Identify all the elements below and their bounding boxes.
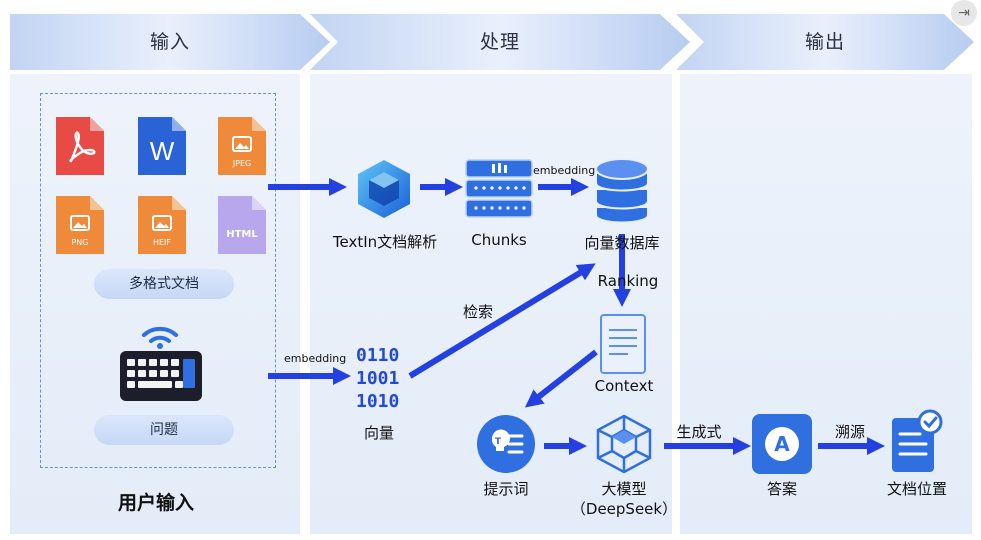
stage-header-process: 处理: [310, 14, 690, 70]
binary-line-2: 1001: [356, 368, 400, 389]
binary-line-3: 1010: [356, 391, 400, 412]
binary-vector: 0110 1001 1010: [356, 344, 399, 413]
binary-line-1: 0110: [356, 345, 400, 366]
heif-text: HEIF: [153, 238, 171, 247]
jpeg-icon: JPEG: [218, 117, 266, 175]
svg-text:W: W: [150, 136, 175, 166]
html-icon: HTML: [218, 196, 266, 254]
bulb-icon: T: [477, 415, 535, 473]
search-label: 检索: [462, 303, 493, 321]
doc-check-icon: [892, 409, 943, 472]
pdf-icon: [56, 117, 104, 175]
stage-header-input: 输入: [10, 14, 330, 70]
png-icon: PNG: [56, 196, 104, 254]
chevron-shape: [676, 14, 974, 70]
trace-label: 溯源: [834, 423, 865, 441]
stage-output-label: 输出: [804, 31, 845, 53]
svg-text:T: T: [495, 437, 502, 447]
answer-label: 答案: [766, 480, 797, 498]
answer-app-icon: A: [752, 414, 812, 474]
svg-text:A: A: [774, 432, 790, 456]
vector-db-label: 向量数据库: [584, 234, 660, 252]
embedding-top-label: embedding: [533, 164, 596, 177]
wifi-icon: [142, 326, 178, 349]
context-label: Context: [594, 377, 654, 395]
input-title: 用户输入: [118, 492, 195, 514]
exit-icon[interactable]: ⇥: [951, 0, 977, 26]
embedding-left-label: embedding: [284, 352, 347, 365]
word-icon: W: [138, 117, 186, 175]
generate-label: 生成式: [676, 423, 722, 441]
docs-pill: 多格式文档: [94, 269, 234, 299]
stage-header-output: 输出: [676, 14, 974, 70]
vector-label: 向量: [363, 424, 394, 442]
parser-label: TextIn文档解析: [332, 233, 438, 251]
heif-icon: HEIF: [138, 196, 186, 254]
llm-label-1: 大模型: [601, 480, 647, 498]
doc-position-label: 文档位置: [886, 480, 947, 498]
llm-label-2: （DeepSeek）: [570, 500, 678, 518]
stage-process-label: 处理: [479, 31, 520, 53]
chevron-shape: [10, 14, 330, 70]
html-text: HTML: [226, 229, 258, 240]
database-icon: [595, 158, 649, 224]
cube-icon: [358, 160, 410, 218]
chunks-label: Chunks: [471, 231, 527, 249]
input-box: [40, 93, 276, 468]
chevron-shape: [310, 14, 690, 70]
context-doc-icon: [600, 314, 646, 374]
stage-input-label: 输入: [149, 31, 190, 53]
question-pill: 问题: [94, 415, 234, 445]
keyboard-icon: [120, 351, 202, 401]
prompt-label: 提示词: [483, 480, 529, 498]
llm-cube-icon: [596, 414, 652, 474]
png-text: PNG: [71, 238, 88, 247]
chunks-icon: [465, 159, 533, 218]
ranking-label: Ranking: [597, 272, 659, 290]
jpeg-text: JPEG: [232, 159, 251, 168]
